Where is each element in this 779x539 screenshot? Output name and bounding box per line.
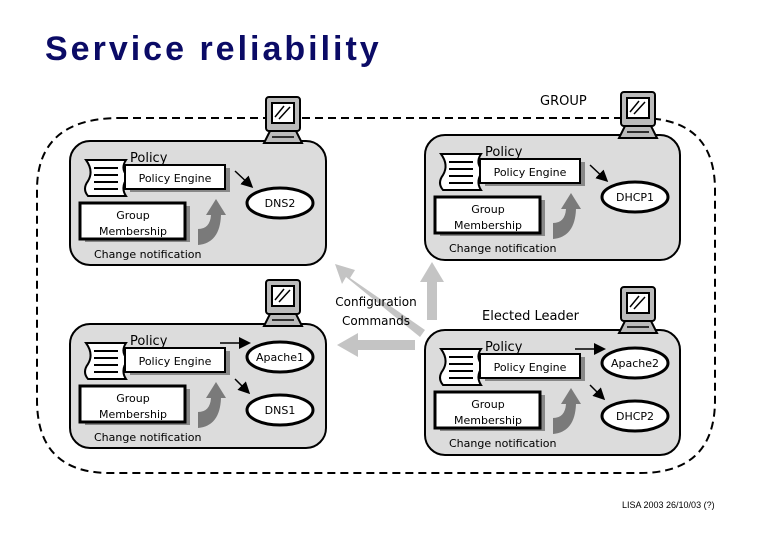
policy-engine-label: Policy Engine [494, 361, 567, 374]
policy-engine-box [479, 353, 581, 379]
computer-icon [617, 286, 659, 334]
membership-label-line2: Membership [454, 414, 522, 427]
service-node [245, 186, 315, 220]
change-notification-arrow [553, 193, 581, 239]
page-title: Service reliability [45, 30, 382, 68]
policy-document-icon [84, 342, 130, 380]
service-label: Apache2 [611, 357, 659, 370]
service-label: Apache1 [256, 351, 304, 364]
service-node [245, 340, 315, 374]
service-arrow [589, 164, 609, 183]
service-arrow [234, 170, 254, 189]
config-arrow-to-top-left [335, 264, 425, 337]
policy-label: Policy [485, 340, 523, 355]
policy-label: Policy [485, 145, 523, 160]
policy-engine-label: Policy Engine [139, 172, 212, 185]
change-notification-label: Change notification [449, 437, 556, 450]
membership-label-line1: Group [116, 209, 150, 222]
service-arrow [589, 384, 606, 401]
policy-label: Policy [130, 334, 168, 349]
membership-label-line1: Group [471, 398, 505, 411]
policy-engine-box [124, 164, 226, 190]
membership-label-line1: Group [471, 203, 505, 216]
computer-icon [262, 96, 304, 144]
service-node [245, 393, 315, 427]
computer-icon [617, 91, 659, 139]
config-label-line2: Commands [342, 314, 410, 328]
policy-engine-box [124, 347, 226, 373]
policy-engine-label: Policy Engine [494, 166, 567, 179]
change-notification-label: Change notification [94, 248, 201, 261]
service-node [600, 399, 670, 433]
membership-label-line1: Group [116, 392, 150, 405]
service-label: DNS2 [265, 197, 296, 210]
group-membership-box [78, 201, 187, 241]
service-label: DNS1 [265, 404, 296, 417]
policy-document-icon [439, 153, 485, 191]
config-label-line1: Configuration [335, 295, 416, 309]
computer-icon [262, 279, 304, 327]
config-arrows [335, 262, 444, 357]
group-membership-box [433, 390, 542, 430]
change-notification-arrow [198, 199, 226, 245]
service-arrow [234, 378, 251, 395]
group-label: GROUP [540, 94, 587, 109]
membership-label-line2: Membership [99, 225, 167, 238]
membership-label-line2: Membership [99, 408, 167, 421]
service-label: DHCP2 [616, 410, 654, 423]
change-notification-arrow [198, 382, 226, 428]
policy-engine-label: Policy Engine [139, 355, 212, 368]
group-boundary [36, 117, 716, 474]
policy-document-icon [84, 159, 130, 197]
config-arrow-to-top-right [420, 262, 444, 320]
service-label: DHCP1 [616, 191, 654, 204]
elected-leader-label: Elected Leader [482, 309, 580, 324]
group-membership-box [433, 195, 542, 235]
footer: LISA 2003 26/10/03 (?) [622, 500, 715, 510]
policy-document-icon [439, 348, 485, 386]
change-notification-arrow [553, 388, 581, 434]
policy-engine-box [479, 158, 581, 184]
policy-label: Policy [130, 151, 168, 166]
group-membership-box [78, 384, 187, 424]
change-notification-label: Change notification [94, 431, 201, 444]
config-arrow-to-bottom-left [337, 333, 415, 357]
service-node [600, 346, 670, 380]
change-notification-label: Change notification [449, 242, 556, 255]
membership-label-line2: Membership [454, 219, 522, 232]
service-node [600, 180, 670, 214]
